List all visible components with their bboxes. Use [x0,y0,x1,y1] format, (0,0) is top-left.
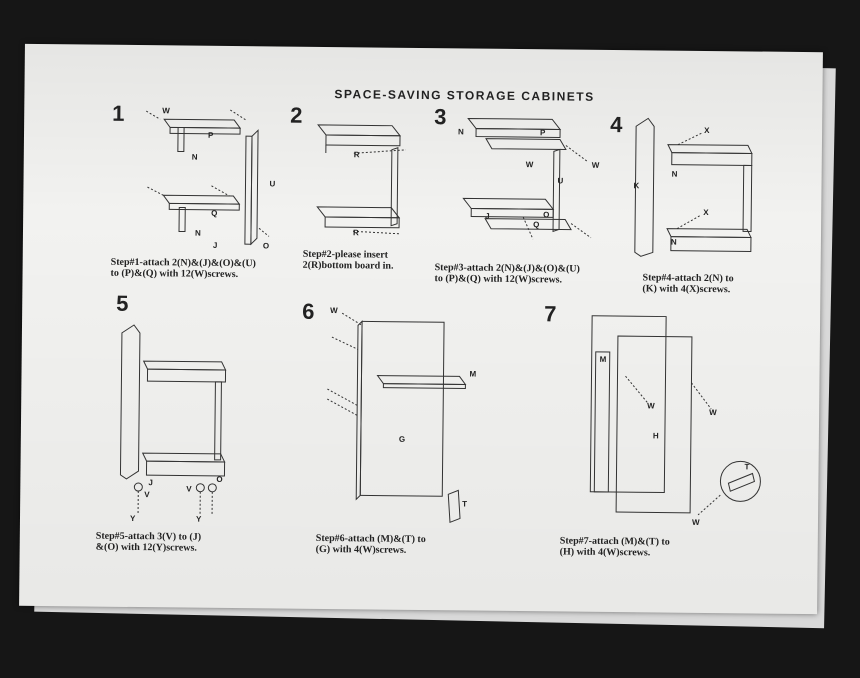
step-4-label-n2: N [671,238,677,247]
step-7-label-w2: W [709,408,717,417]
step-5-diagram: J O V V Y Y [119,324,227,524]
page-title: SPACE-SAVING STORAGE CABINETS [334,87,595,104]
step-1-label-q: Q [211,209,217,218]
step-5-label-y2: Y [196,515,202,524]
step-7-caption: Step#7-attach (M)&(T) to (H) with 4(W)sc… [560,535,670,558]
step-4-diagram: K N N X X [633,117,753,257]
step-6-diagram: G M T W [327,306,477,524]
step-7-label-m: M [600,355,607,364]
step-4-caption-line-2: (K) with 4(X)screws. [642,283,731,296]
step-3-label-w: W [526,160,534,169]
step-6-caption-line-2: (G) with 4(W)screws. [315,543,407,556]
step-4-label-k: K [633,181,639,190]
step-6-caption: Step#6-attach (M)&(T) to (G) with 4(W)sc… [316,533,426,556]
step-7-label-w: W [647,401,655,410]
step-5-caption-line-2: &(O) with 12(Y)screws. [95,541,197,554]
step-3-label-j: J [485,212,490,221]
step-3-label-o: O [543,210,549,219]
step-7-label-t: T [745,462,750,471]
step-1-diagram: P Q U W N N J O [146,106,276,250]
step-3-label-p: P [540,128,546,137]
step-5-number: 5 [116,290,129,316]
step-1-label-p: P [208,131,214,140]
step-7-label-w3: W [692,518,700,527]
step-3-number: 3 [434,104,447,130]
step-1-label-u: U [269,179,275,188]
step-4-label-x: X [704,126,710,135]
step-4-label-x2: X [703,208,709,217]
step-3-diagram: P Q U N J O W W [458,117,600,240]
step-1-label-n2: N [195,229,201,238]
step-2-label-r2: R [353,228,359,237]
step-6-label-m: M [469,370,476,379]
step-2-caption-line-2: 2(R)bottom board in. [302,259,394,272]
step-3-caption: Step#3-attach 2(N)&(J)&(O)&(U) to (P)&(Q… [434,262,579,286]
step-7-diagram: M H T W W W [589,315,761,527]
step-2-number: 2 [290,102,303,128]
step-6-number: 6 [302,298,315,324]
step-3-label-u: U [558,176,564,185]
step-1-label-o: O [263,241,269,250]
step-5-label-v: V [144,490,150,499]
step-3-label-w2: W [592,161,600,170]
step-6-label-g: G [399,435,405,444]
step-2-label-r: R [354,150,360,159]
step-3-caption-line-2: to (P)&(Q) with 12(W)screws. [434,273,563,286]
step-4-label-n: N [672,170,678,179]
step-2-diagram: R R [316,124,406,237]
step-6-label-t: T [462,499,467,508]
step-4-number: 4 [610,111,623,138]
step-5-label-o: O [216,475,222,484]
step-1-label-j: J [213,241,218,250]
step-4-caption: Step#4-attach 2(N) to (K) with 4(X)screw… [642,272,733,295]
step-1-number: 1 [112,100,125,126]
step-3-label-q: Q [533,220,539,229]
step-1-caption: Step#1-attach 2(N)&(J)&(O)&(U) to (P)&(Q… [111,257,256,281]
instruction-sheet: SPACE-SAVING STORAGE CABINETS 1 P Q U W … [19,43,823,615]
step-7-label-h: H [653,431,659,440]
step-3-label-n: N [458,127,464,136]
step-1-label-w: W [162,106,170,115]
step-2-caption: Step#2-please insert 2(R)bottom board in… [303,249,394,272]
step-7-caption-line-2: (H) with 4(W)screws. [559,546,651,559]
step-5-label-j: J [148,478,153,487]
step-1-label-n: N [192,153,198,162]
step-5-label-v2: V [186,485,192,494]
step-6-label-w: W [330,306,338,315]
step-5-label-y: Y [130,514,136,523]
step-1-caption-line-2: to (P)&(Q) with 12(W)screws. [110,267,239,281]
step-7-number: 7 [544,301,557,327]
step-5-caption: Step#5-attach 3(V) to (J) &(O) with 12(Y… [96,531,201,554]
